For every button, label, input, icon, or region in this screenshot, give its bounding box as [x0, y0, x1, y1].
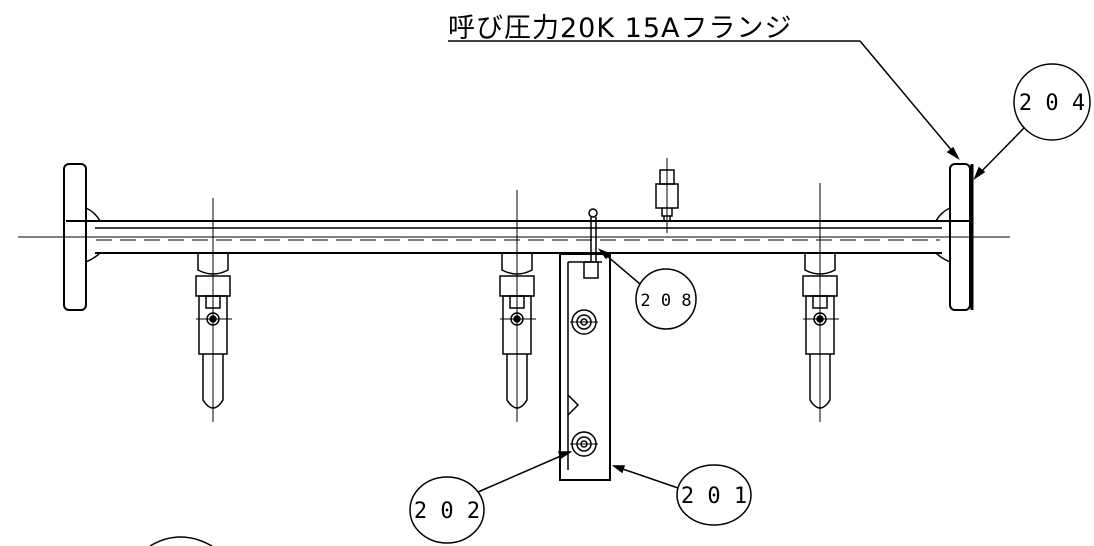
balloon-201-label: 2 0 1 [681, 484, 747, 509]
branch-valve-1 [195, 198, 232, 422]
branch-valve-2 [499, 190, 536, 422]
left-flange [63, 163, 101, 311]
balloon-201 [611, 464, 752, 526]
balloon-204-label: 2 0 4 [1019, 91, 1085, 116]
balloon-204 [973, 63, 1091, 180]
flange-spec-note: 呼び圧力20K 15Aフランジ [448, 13, 793, 44]
balloon-202-label: 2 0 2 [414, 499, 480, 524]
header-pipe [66, 220, 972, 254]
branch-valve-3 [802, 183, 839, 422]
partial-balloon [149, 536, 213, 546]
flange-note-leader [448, 40, 960, 160]
balloon-208-label: 2 0 8 [640, 291, 691, 311]
support-bracket [559, 253, 611, 481]
balloon-202 [409, 451, 573, 544]
right-flange [935, 163, 974, 311]
balloon-208 [597, 248, 697, 330]
top-fitting [655, 158, 679, 233]
